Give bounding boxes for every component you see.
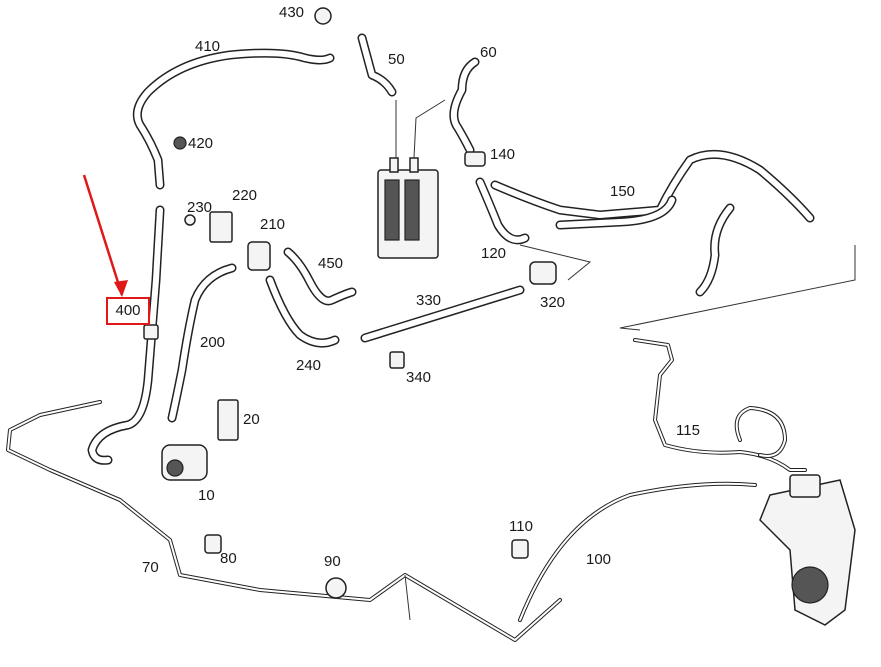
hose-50[interactable] <box>357 33 397 97</box>
pipe-330[interactable] <box>360 285 525 343</box>
label-90[interactable]: 90 <box>324 553 341 570</box>
hose-400[interactable] <box>87 205 165 465</box>
heater-unit[interactable] <box>377 99 446 259</box>
hose-150[interactable] <box>490 149 815 297</box>
label-150[interactable]: 150 <box>610 183 636 200</box>
hose-200[interactable] <box>167 263 237 423</box>
label-430[interactable]: 430 <box>279 4 305 21</box>
reservoir-tank[interactable] <box>759 474 856 626</box>
part-220[interactable] <box>209 211 233 243</box>
label-340[interactable]: 340 <box>406 369 432 386</box>
label-60[interactable]: 60 <box>480 44 497 61</box>
label-140[interactable]: 140 <box>490 146 516 163</box>
label-10[interactable]: 10 <box>198 487 215 504</box>
label-70[interactable]: 70 <box>142 559 159 576</box>
part-430[interactable] <box>314 7 332 25</box>
label-240[interactable]: 240 <box>296 357 322 374</box>
hose-120[interactable] <box>475 177 530 245</box>
part-210[interactable] <box>247 241 271 271</box>
label-330[interactable]: 330 <box>416 292 442 309</box>
label-450[interactable]: 450 <box>318 255 344 272</box>
hose-450[interactable] <box>283 247 357 306</box>
part-140[interactable] <box>464 151 486 167</box>
part-20[interactable] <box>217 399 239 441</box>
label-200[interactable]: 200 <box>200 334 226 351</box>
label-400: 400 <box>115 302 141 319</box>
label-120[interactable]: 120 <box>481 245 507 262</box>
label-100[interactable]: 100 <box>586 551 612 568</box>
hose-240[interactable] <box>265 275 340 348</box>
label-230[interactable]: 230 <box>187 199 213 216</box>
label-220[interactable]: 220 <box>232 187 258 204</box>
part-230[interactable] <box>184 214 196 226</box>
label-410[interactable]: 410 <box>195 38 221 55</box>
part-110[interactable] <box>511 539 529 559</box>
label-110[interactable]: 110 <box>509 518 533 535</box>
label-210[interactable]: 210 <box>260 216 286 233</box>
hose-410[interactable] <box>132 48 335 190</box>
pipe-70[interactable] <box>6 400 562 642</box>
label-320[interactable]: 320 <box>540 294 566 311</box>
part-420[interactable] <box>173 136 187 150</box>
line-115[interactable] <box>633 338 807 472</box>
label-420[interactable]: 420 <box>188 135 214 152</box>
pump-10[interactable] <box>161 444 208 481</box>
part-320[interactable] <box>529 261 557 285</box>
label-80[interactable]: 80 <box>220 550 237 567</box>
hose-60[interactable] <box>449 57 480 155</box>
part-340[interactable] <box>389 351 405 369</box>
highlight-400[interactable]: 400 <box>106 297 150 325</box>
label-115[interactable]: 115 <box>676 422 700 439</box>
label-50[interactable]: 50 <box>388 51 405 68</box>
pipe-100[interactable] <box>518 481 757 622</box>
label-20[interactable]: 20 <box>243 411 260 428</box>
part-90[interactable] <box>325 577 347 599</box>
part-80[interactable] <box>204 534 222 554</box>
